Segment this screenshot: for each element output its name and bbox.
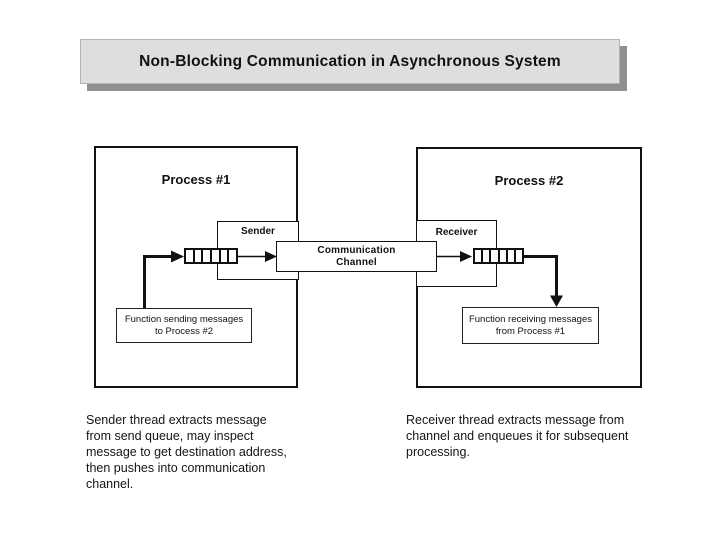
queue-cell — [516, 250, 522, 262]
queue-cell — [221, 250, 230, 262]
queue-cell — [500, 250, 508, 262]
process-2-label: Process #2 — [494, 173, 564, 188]
slide-title-box: Non-Blocking Communication in Asynchrono… — [80, 39, 620, 84]
queue-cell — [203, 250, 213, 262]
send-queue — [184, 248, 238, 264]
sender-label: Sender — [241, 226, 275, 237]
process-2-box: Process #2 — [416, 147, 642, 388]
communication-channel-label: Communication Channel — [317, 245, 396, 268]
sending-function-label: Function sending messages to Process #2 — [124, 313, 244, 337]
communication-channel-box: Communication Channel — [276, 241, 437, 272]
receiver-note: Receiver thread extracts message from ch… — [406, 413, 629, 459]
queue-cell — [195, 250, 204, 262]
queue-cell — [508, 250, 516, 262]
receiving-function-label: Function receiving messages from Process… — [468, 313, 593, 337]
slide-title: Non-Blocking Communication in Asynchrono… — [139, 52, 561, 70]
receiving-function-box: Function receiving messages from Process… — [462, 307, 599, 344]
receive-queue — [473, 248, 524, 264]
receiver-label: Receiver — [435, 227, 478, 238]
sending-function-box: Function sending messages to Process #2 — [116, 308, 252, 343]
queue-cell — [475, 250, 484, 262]
queue-cell — [491, 250, 500, 262]
sender-note: Sender thread extracts message from send… — [86, 413, 287, 491]
queue-cell — [229, 250, 236, 262]
queue-cell — [212, 250, 221, 262]
queue-cell — [186, 250, 195, 262]
queue-cell — [483, 250, 492, 262]
process-1-label: Process #1 — [161, 172, 231, 187]
